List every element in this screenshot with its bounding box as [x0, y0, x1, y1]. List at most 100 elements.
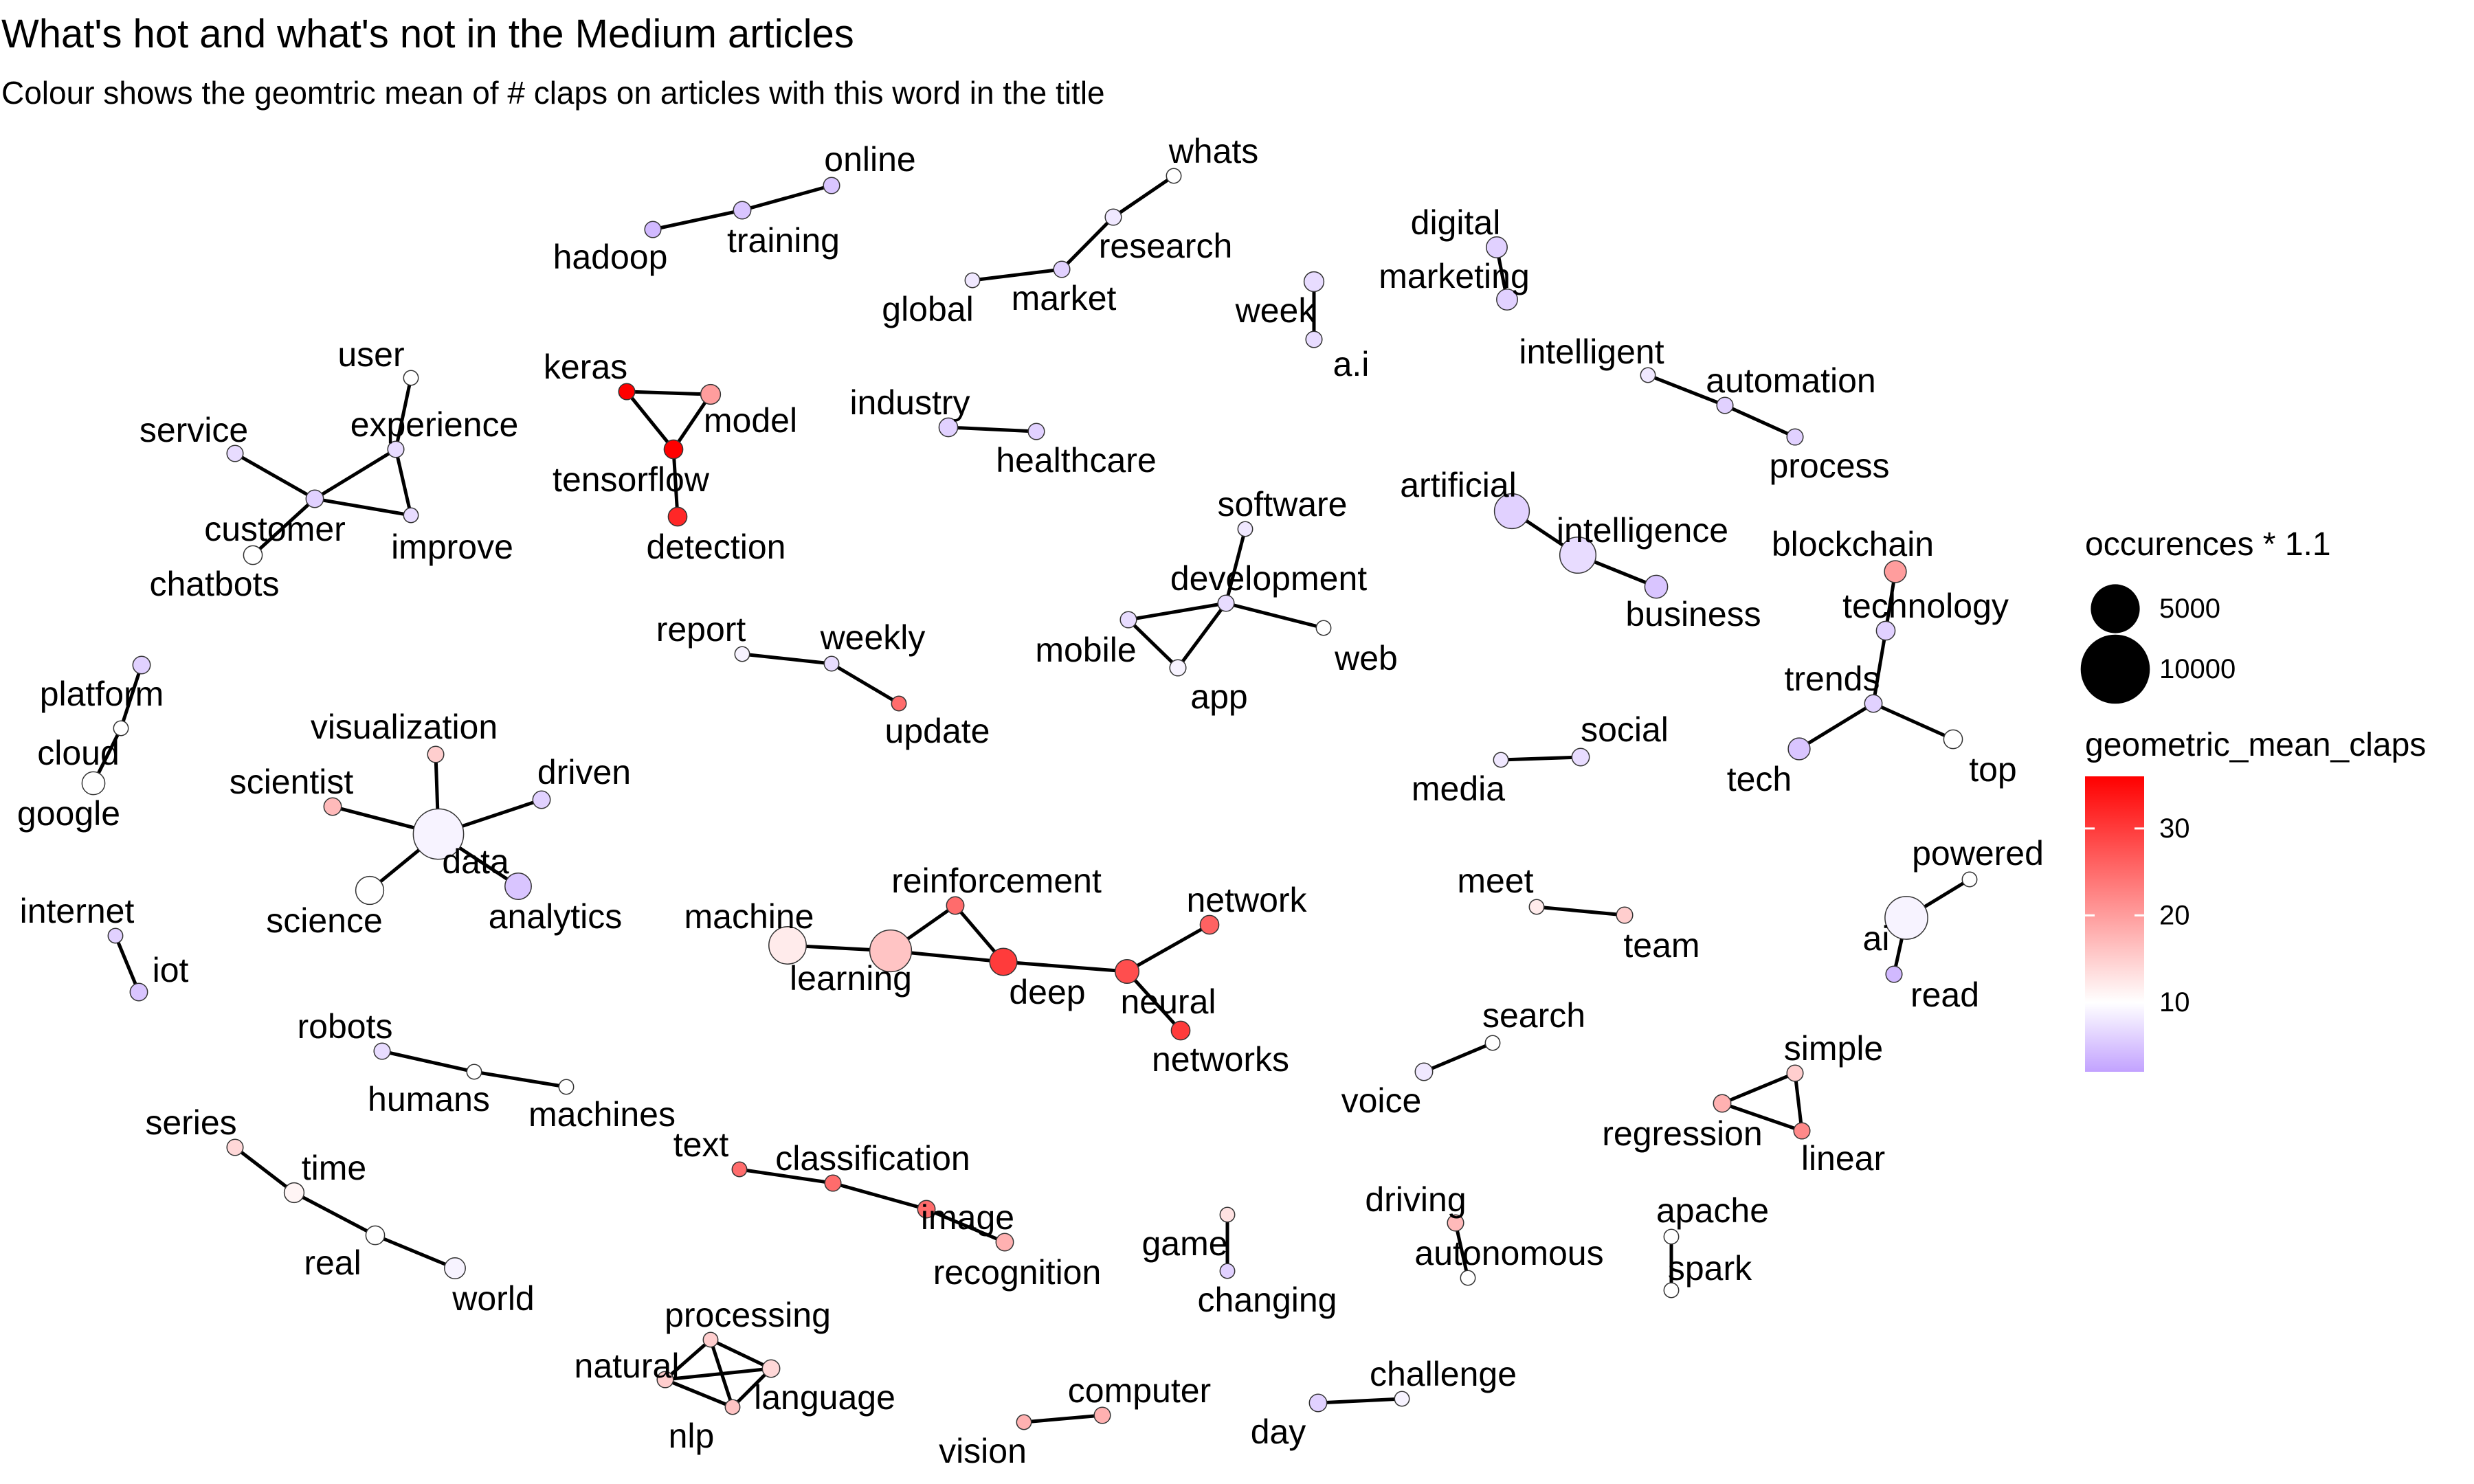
node-label-read: read: [1910, 976, 1979, 1014]
edge-trends-top: [1872, 701, 1954, 741]
node-day: [1308, 1393, 1328, 1413]
edge-classification-image: [832, 1181, 927, 1211]
node-label-driving: driving: [1365, 1180, 1466, 1219]
node-research: [1104, 208, 1122, 226]
node-hadoop: [644, 221, 662, 238]
node-learning: [869, 929, 913, 973]
node-update: [891, 695, 907, 712]
node-label-technology: technology: [1842, 587, 2009, 625]
edge-intelligent-automation: [1647, 373, 1726, 407]
node-whats: [1166, 168, 1182, 184]
node-label-update: update: [885, 712, 990, 750]
edge-automation-process: [1724, 403, 1796, 439]
node-reinforcement: [946, 896, 965, 915]
node-label-learning: learning: [790, 959, 912, 998]
node-label-simple: simple: [1784, 1029, 1883, 1068]
size-legend-label-5000: 5000: [2159, 594, 2220, 624]
edge-whats-research: [1112, 174, 1175, 219]
node-label-networks: networks: [1152, 1040, 1289, 1079]
edge-model-tensorflow: [671, 393, 713, 451]
node-label-classification: classification: [775, 1139, 970, 1178]
node-label-online: online: [824, 140, 915, 179]
edge-service-customer: [234, 451, 316, 501]
node-label-processing: processing: [665, 1296, 831, 1334]
edge-humans-machines: [473, 1070, 567, 1089]
size-legend-swatch-10000: [2080, 634, 2150, 704]
edge-experience-improve: [394, 449, 413, 516]
node-analytics: [504, 873, 532, 900]
edge-internet-iot: [113, 935, 141, 993]
node-label-trends: trends: [1785, 660, 1880, 698]
node-technology: [1875, 620, 1896, 641]
size-legend-swatch-5000: [2091, 584, 2140, 633]
node-label-recognition: recognition: [933, 1253, 1102, 1292]
node-label-chatbots: chatbots: [149, 565, 279, 603]
node-label-tech: tech: [1727, 760, 1792, 798]
node-machines: [558, 1079, 575, 1095]
node-label-artificial: artificial: [1400, 466, 1516, 504]
node-weekly: [823, 655, 840, 672]
node-label-apache: apache: [1656, 1191, 1769, 1230]
node-label-machine: machine: [684, 897, 814, 936]
node-label-series: series: [145, 1103, 236, 1142]
edge-natural-nlp: [665, 1378, 733, 1409]
color-legend-tick-label-30: 30: [2159, 813, 2190, 844]
node-artificial: [1493, 493, 1530, 530]
node-label-voice: voice: [1341, 1081, 1422, 1120]
node-label-ai: ai: [1863, 919, 1890, 958]
node-label-autonomous: autonomous: [1414, 1234, 1603, 1272]
labels-layer: onlinetraininghadoopwhatsresearchmarketg…: [17, 132, 2044, 1470]
node-network: [1199, 914, 1220, 935]
edge-neural-network: [1126, 923, 1211, 974]
node-label-platform: platform: [40, 675, 164, 713]
node-label-vision: vision: [939, 1432, 1027, 1470]
node-label-research: research: [1099, 227, 1233, 265]
edge-social-media: [1500, 755, 1581, 762]
node-label-image: image: [921, 1198, 1014, 1237]
node-label-data: data: [442, 842, 509, 881]
node-recognition: [995, 1233, 1014, 1252]
node-development: [1217, 594, 1235, 612]
edge-simple-linear: [1793, 1072, 1804, 1132]
node-label-service: service: [140, 411, 248, 449]
edge-training-hadoop: [652, 208, 743, 232]
node-label-google: google: [17, 794, 120, 833]
node-label-day: day: [1251, 1413, 1306, 1451]
node-iot: [129, 982, 148, 1002]
edge-text-classification: [739, 1167, 834, 1185]
page-subtitle: Colour shows the geomtric mean of # clap…: [1, 75, 1105, 111]
size-legend-label-10000: 10000: [2159, 654, 2236, 684]
edge-tensorflow-detection: [671, 449, 680, 517]
edge-software-development: [1224, 528, 1247, 604]
node-label-nlp: nlp: [669, 1417, 715, 1455]
node-search: [1484, 1035, 1501, 1051]
node-read: [1885, 965, 1903, 983]
node-label-analytics: analytics: [489, 897, 623, 936]
node-driving: [1447, 1214, 1464, 1232]
node-trends: [1864, 694, 1883, 713]
node-model: [700, 383, 722, 405]
node-blockchain: [1884, 560, 1907, 583]
node-image: [917, 1200, 936, 1219]
node-classification: [824, 1174, 842, 1192]
node-media: [1493, 752, 1509, 768]
node-label-linear: linear: [1801, 1139, 1885, 1178]
color-legend-tick-label-20: 20: [2159, 900, 2190, 930]
edge-regression-linear: [1721, 1101, 1803, 1133]
node-world: [444, 1257, 466, 1279]
node-online: [823, 177, 840, 194]
node-label-natural: natural: [575, 1347, 680, 1385]
node-scientist: [323, 797, 342, 816]
size-legend-items: 5000 10000: [2080, 584, 2236, 704]
edge-keras-model: [626, 390, 711, 396]
node-label-healthcare: healthcare: [996, 441, 1157, 480]
node-chatbots: [243, 545, 263, 565]
edge-processing-natural: [664, 1338, 712, 1381]
edge-real-world: [375, 1233, 456, 1270]
node-label-visualization: visualization: [311, 708, 498, 746]
edge-meet-team: [1536, 905, 1625, 917]
node-label-weekly: weekly: [820, 618, 926, 657]
node-robots: [373, 1042, 391, 1060]
node-science: [355, 875, 385, 906]
